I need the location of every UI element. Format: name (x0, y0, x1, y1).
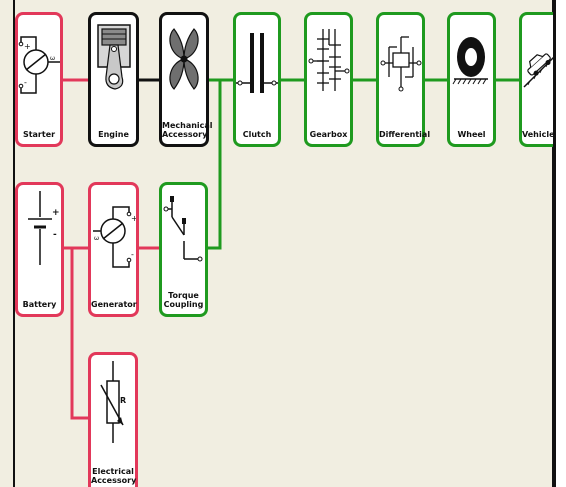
wheel-block[interactable]: Wheel (447, 12, 496, 147)
resistor-letter: R (120, 396, 126, 405)
vehicle-block[interactable]: Vehicle (519, 12, 553, 147)
wheel-icon (450, 15, 493, 115)
plus-sign: + (131, 214, 136, 223)
switch-icon (162, 185, 205, 285)
minus-sign: - (131, 250, 134, 259)
electrical-accessory-label: Electrical Accessory (91, 467, 135, 485)
dc-generator-icon: + - ω (91, 185, 136, 285)
clutch-icon (236, 15, 278, 115)
omega-symbol: ω (94, 235, 99, 242)
differential-icon (379, 15, 422, 115)
minus-sign: - (24, 78, 27, 87)
torque-coupling-block[interactable]: Torque Coupling (159, 182, 208, 317)
fan-icon (162, 15, 206, 115)
mechanical-accessory-label: Mechanical Accessory (162, 121, 206, 139)
vehicle-label: Vehicle (522, 130, 553, 139)
electrical-accessory-block[interactable]: R Electrical Accessory (88, 352, 138, 487)
engine-block[interactable]: Engine (88, 12, 139, 147)
generator-label: Generator (91, 300, 136, 309)
battery-label: Battery (18, 300, 61, 309)
wheel-label: Wheel (450, 130, 493, 139)
differential-block[interactable]: Differential (376, 12, 425, 147)
gear-shift-icon (307, 15, 350, 115)
generator-block[interactable]: + - ω Generator (88, 182, 139, 317)
torque-coupling-label: Torque Coupling (162, 291, 205, 309)
dc-motor-icon: + - ω (18, 15, 60, 115)
starter-block[interactable]: + - ω Starter (15, 12, 63, 147)
starter-label: Starter (18, 130, 60, 139)
minus-sign: - (53, 230, 57, 240)
car-on-slope-icon (522, 15, 556, 115)
omega-symbol: ω (50, 55, 55, 62)
clutch-block[interactable]: Clutch (233, 12, 281, 147)
variable-resistor-icon: R (91, 355, 135, 455)
battery-icon: + - (18, 185, 61, 285)
battery-block[interactable]: + - Battery (15, 182, 64, 317)
engine-label: Engine (91, 130, 136, 139)
piston-icon (91, 15, 136, 115)
mechanical-accessory-block[interactable]: Mechanical Accessory (159, 12, 209, 147)
differential-label: Differential (379, 130, 422, 139)
plus-sign: + (52, 208, 60, 218)
plus-sign: + (24, 42, 31, 51)
frame-right-margin (556, 0, 566, 487)
gearbox-label: Gearbox (307, 130, 350, 139)
gearbox-block[interactable]: Gearbox (304, 12, 353, 147)
clutch-label: Clutch (236, 130, 278, 139)
